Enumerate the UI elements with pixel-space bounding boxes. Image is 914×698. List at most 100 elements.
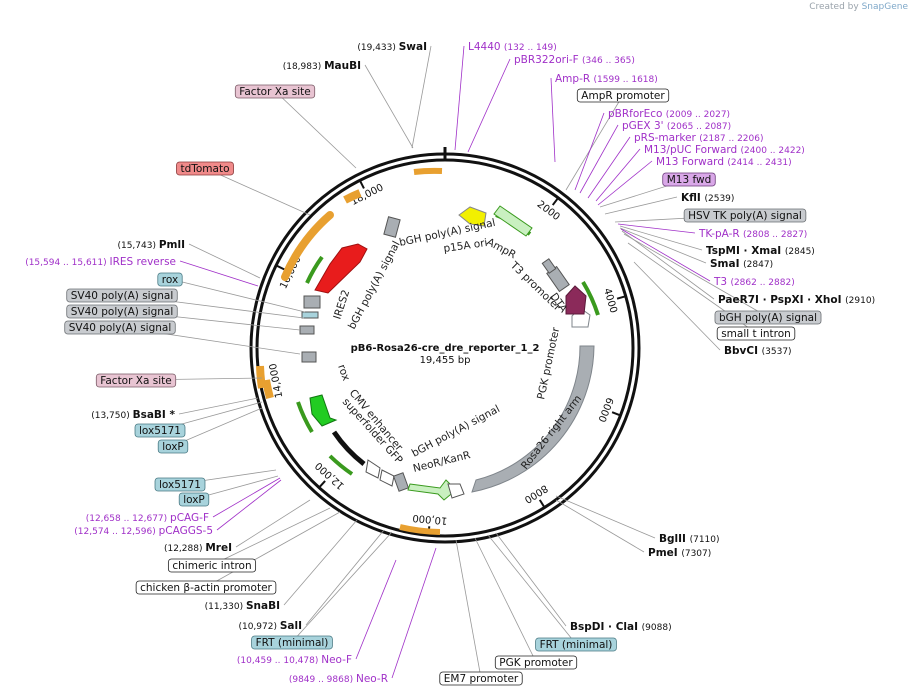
m13-forward-name: M13 Forward (656, 156, 727, 168)
pcag-f-text: (12,658 .. 12,677) pCAG-F (86, 512, 209, 524)
leader-line (291, 531, 393, 643)
leader-line (495, 532, 567, 627)
bgh-polya-right-box (714, 310, 822, 325)
kfli-name: KflI (681, 192, 704, 204)
green-feature-arc-3 (581, 280, 600, 316)
pcaggs-5-text: (12,574 .. 12,596) pCAGGS-5 (74, 525, 213, 537)
tspmi-xmai-text: TspMI · XmaI (2845) (706, 245, 815, 257)
label-leader-lines (119, 45, 769, 679)
green-feature-arc-5 (328, 454, 354, 476)
lox5171-bottom-box (154, 477, 206, 492)
t3-name: T3 (713, 276, 730, 288)
outer-label-pbr322ori-f: pBR322ori-F (346 .. 365) (514, 54, 635, 66)
outer-label-prs-marker: pRS-marker (2187 .. 2206) (634, 132, 764, 144)
loxp-bottom-text: loxP (183, 494, 205, 506)
neo-r-text: (9849 .. 9868) Neo-R (289, 673, 388, 685)
leader-line (550, 77, 556, 163)
paer7i-pspxi-xhoi-text: PaeR7I · PspXI · XhoI (2910) (718, 294, 875, 306)
leader-line (619, 227, 707, 264)
hsv-tk-polya-box (683, 208, 807, 223)
rox-box-inner (301, 311, 319, 319)
sali-pos: (10,972) (238, 622, 279, 632)
outer-label-smai: SmaI (2847) (710, 258, 773, 270)
leader-line (178, 397, 259, 415)
leader-line (597, 160, 653, 206)
outer-label-factor-xa-top: Factor Xa site (234, 84, 316, 99)
plasmid-size: 19,455 bp (420, 355, 471, 366)
orange-feature-arc-3 (413, 167, 443, 175)
smai-name: SmaI (710, 258, 743, 270)
leader-line (565, 94, 624, 191)
mrei-name: MreI (205, 542, 232, 554)
leader-line (204, 167, 311, 216)
bsabi-text: (13,750) BsaBI * (91, 409, 175, 421)
outer-label-bspdi-clai: BspDI · ClaI (9088) (570, 621, 672, 633)
tick-label: 8000 (522, 482, 549, 505)
outer-label-sali: (10,972) SalI (238, 620, 302, 632)
credit-prefix: Created by (809, 2, 859, 12)
chimeric-intron-box (167, 558, 257, 573)
ampr-arrow (493, 205, 533, 237)
snapgene-brand: SnapGene (861, 2, 908, 12)
neo-f-name: Neo-F (321, 654, 352, 666)
white-arrow-2 (379, 469, 395, 487)
pmei-name: PmeI (648, 547, 681, 559)
pmli-name: PmlI (159, 239, 185, 251)
hsv-tk-polya-text: HSV TK poly(A) signal (688, 210, 802, 222)
outer-label-ires-reverse: (15,594 .. 15,611) IRES reverse (25, 256, 176, 268)
l4440-text: L4440 (132 .. 149) (468, 41, 557, 53)
orange-feature-arc-5 (262, 379, 274, 400)
m13-fwd-box (662, 172, 716, 187)
snabi-pos: (11,330) (205, 602, 246, 612)
leader-line (620, 228, 711, 282)
label-ires2: IRES2 (331, 288, 352, 321)
bglii-name: BglII (659, 533, 690, 545)
neo-r-pos: (9849 .. 9868) (289, 675, 356, 685)
leader-line (305, 529, 385, 626)
white-arrow-1 (365, 459, 381, 479)
pgk-promoter-bottom-box (494, 655, 578, 670)
prs-marker-pos: (2187 .. 2206) (699, 134, 763, 144)
outer-label-em7-promoter: EM7 promoter (439, 671, 523, 686)
tk-pa-r-name: TK-pA-R (698, 228, 743, 240)
factor-xa-top-box (234, 84, 316, 99)
sv40-3-text: SV40 poly(A) signal (69, 322, 172, 334)
em7-white-arrow (447, 483, 465, 499)
ires-reverse-text: (15,594 .. 15,611) IRES reverse (25, 256, 176, 268)
label-rox: rox (335, 363, 352, 383)
factor-xa-bottom-text: Factor Xa site (100, 375, 171, 387)
outer-label-pcaggs-5: (12,574 .. 12,596) pCAGGS-5 (74, 525, 213, 537)
bgh-polya-right-text: bGH poly(A) signal (719, 312, 817, 324)
leader-line (619, 225, 703, 251)
outer-label-l4440: L4440 (132 .. 149) (468, 41, 557, 53)
outer-label-m13-forward: M13 Forward (2414 .. 2431) (656, 156, 792, 168)
frt-right-box (535, 637, 617, 652)
m13-forward-text: M13 Forward (2414 .. 2431) (656, 156, 792, 168)
l4440-pos: (132 .. 149) (504, 43, 557, 53)
pcaggs-5-name: pCAGGS-5 (159, 525, 213, 537)
swai-pos: (19,433) (357, 43, 398, 53)
em7-promoter-box (439, 671, 523, 686)
orange-feature-arc-2 (343, 189, 362, 204)
label-ampr: AmpR (485, 236, 518, 261)
outer-label-pgex-3: pGEX 3' (2065 .. 2087) (622, 120, 731, 132)
small-gray-box-2 (301, 351, 317, 363)
pmli-pos: (15,743) (117, 241, 158, 251)
ires-reverse-pos: (15,594 .. 15,611) (25, 258, 109, 268)
bgh-polya-box-bottom (392, 472, 410, 492)
tick-label: 4000 (601, 287, 619, 314)
leader-line (391, 547, 437, 679)
pcag-f-name: pCAG-F (170, 512, 209, 524)
pgex-3-text: pGEX 3' (2065 .. 2087) (622, 120, 731, 132)
neo-r-name: Neo-R (356, 673, 388, 685)
outer-label-pmli: (15,743) PmlI (117, 239, 185, 251)
tk-pa-r-pos: (2808 .. 2827) (743, 230, 807, 240)
factor-xa-bottom-box (95, 373, 177, 388)
outer-label-pgk-promoter-bottom: PGK promoter (494, 655, 578, 670)
orange-feature-arc-6 (399, 524, 441, 535)
dta-arrow (565, 285, 587, 315)
outer-label-factor-xa-bottom: Factor Xa site (95, 373, 177, 388)
outer-label-pmei: PmeI (7307) (648, 547, 711, 559)
outer-label-tspmi-xmai: TspMI · XmaI (2845) (706, 245, 815, 257)
prs-marker-text: pRS-marker (2187 .. 2206) (634, 132, 764, 144)
